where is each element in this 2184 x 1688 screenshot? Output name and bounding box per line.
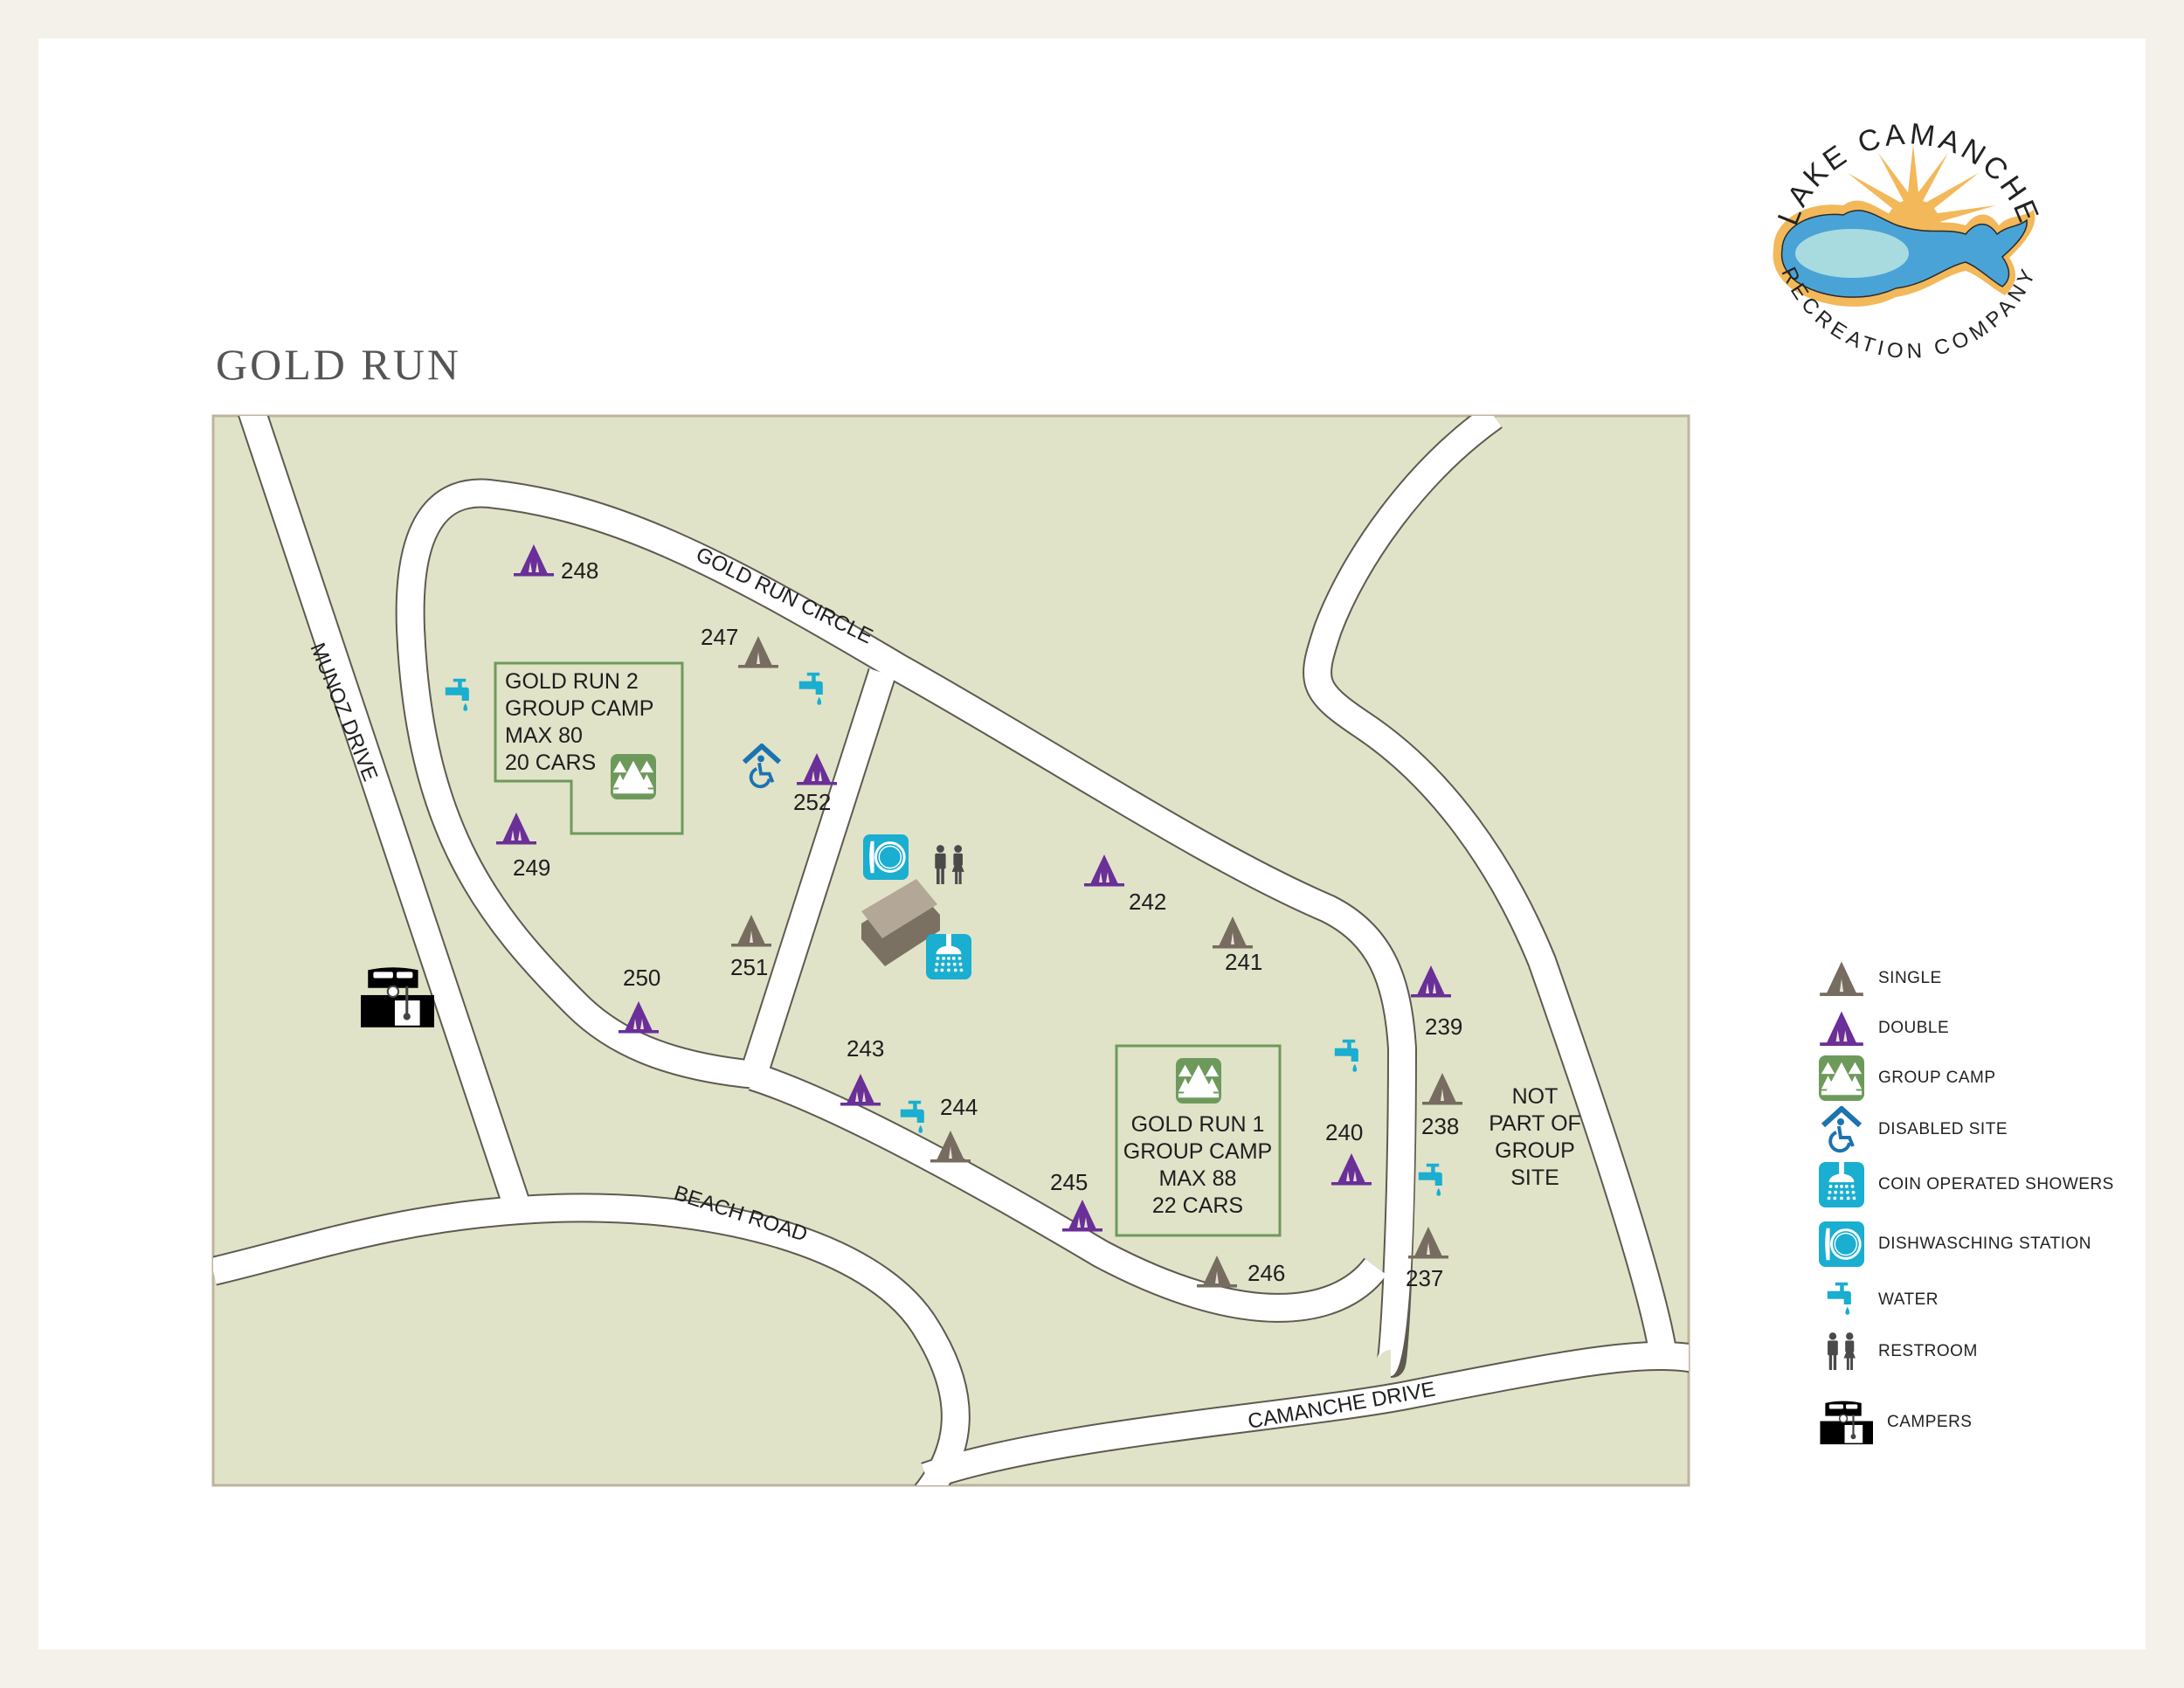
legend-item-group-camp: GROUP CAMP: [1817, 1052, 1996, 1104]
svg-text:GOLD RUN 1: GOLD RUN 1: [1131, 1112, 1265, 1137]
lake-shape-icon: [1773, 200, 2035, 307]
group-camp-icon: [1176, 1058, 1221, 1103]
single-tent-icon: [1817, 954, 1866, 1003]
group-camp-1-boundary: [1115, 1044, 1282, 1237]
legend-item-double: DOUBLE: [1817, 1002, 1949, 1055]
site-242-label: 242: [1129, 889, 1166, 915]
svg-text:NOT: NOT: [1512, 1084, 1559, 1109]
site-237-label: 237: [1406, 1265, 1443, 1291]
site-251-label: 251: [730, 954, 768, 980]
site-243-label: 243: [847, 1035, 884, 1062]
site-241-label: 241: [1225, 949, 1262, 975]
group-camp-icon: [1817, 1054, 1866, 1103]
site-239-label: 239: [1425, 1013, 1462, 1040]
group-camp-2-boundary: [494, 661, 684, 835]
disabled-site-icon: [1817, 1105, 1866, 1154]
campsites: 248 247 252 249 251 250 242 241 243 244 …: [496, 544, 1462, 1291]
group-camp-2-label: GOLD RUN 2 GROUP CAMP MAX 80 20 CARS: [505, 669, 653, 775]
site-238-label: 238: [1421, 1113, 1459, 1139]
site-240-label: 240: [1325, 1119, 1363, 1145]
not-part-of-group-note: NOT PART OF GROUP SITE: [1489, 1084, 1581, 1190]
double-tent-icon: [1817, 1004, 1866, 1053]
svg-text:GROUP CAMP: GROUP CAMP: [1123, 1139, 1272, 1164]
roads: [213, 416, 1689, 1485]
site-249-label: 249: [513, 854, 550, 881]
dishwashing-icon: [1817, 1220, 1866, 1269]
legend-item-restroom: RESTROOM: [1817, 1325, 1978, 1378]
shower-icon: [1817, 1160, 1866, 1209]
lake-camanche-logo: LAKE CAMANCHE RECREATION COMPANY: [1772, 117, 2043, 363]
site-246-label: 246: [1248, 1260, 1285, 1286]
svg-text:22 CARS: 22 CARS: [1152, 1193, 1243, 1218]
shower-icon[interactable]: [926, 934, 971, 979]
svg-text:GOLD RUN 2: GOLD RUN 2: [505, 669, 639, 694]
page-title: GOLD RUN: [216, 340, 461, 389]
svg-text:MAX 88: MAX 88: [1159, 1166, 1237, 1191]
restroom-building: [861, 879, 940, 966]
legend-item-showers: COIN OPERATED SHOWERS: [1817, 1159, 2114, 1211]
group-camp-1-label: GOLD RUN 1 GROUP CAMP MAX 88 22 CARS: [1123, 1112, 1272, 1218]
dishwashing-icon[interactable]: [863, 834, 909, 880]
site-248-label: 248: [561, 557, 598, 584]
water-faucet-icon: [1817, 1276, 1866, 1325]
site-252-label: 252: [793, 789, 831, 815]
site-250-label: 250: [623, 965, 660, 991]
svg-text:MAX 80: MAX 80: [505, 723, 583, 748]
svg-text:SITE: SITE: [1510, 1166, 1559, 1190]
site-247-label: 247: [701, 624, 738, 650]
svg-text:PART OF: PART OF: [1489, 1111, 1581, 1136]
legend-item-single: SINGLE: [1817, 952, 1942, 1005]
campers-icon: [1817, 1398, 1875, 1447]
site-245-label: 245: [1050, 1169, 1088, 1195]
svg-text:20 CARS: 20 CARS: [505, 751, 596, 775]
legend-item-disabled-site: DISABLED SITE: [1817, 1103, 2008, 1156]
site-244-label: 244: [940, 1094, 978, 1120]
svg-text:GROUP CAMP: GROUP CAMP: [505, 696, 653, 721]
group-camp-icon: [611, 754, 656, 799]
restroom-icon: [1817, 1327, 1866, 1376]
legend-item-campers: CAMPERS: [1817, 1396, 1972, 1449]
legend-item-water: WATER: [1817, 1274, 1939, 1326]
svg-text:GROUP: GROUP: [1495, 1138, 1575, 1163]
legend-item-dishwashing: DISHWASCHING STATION: [1817, 1218, 2091, 1270]
